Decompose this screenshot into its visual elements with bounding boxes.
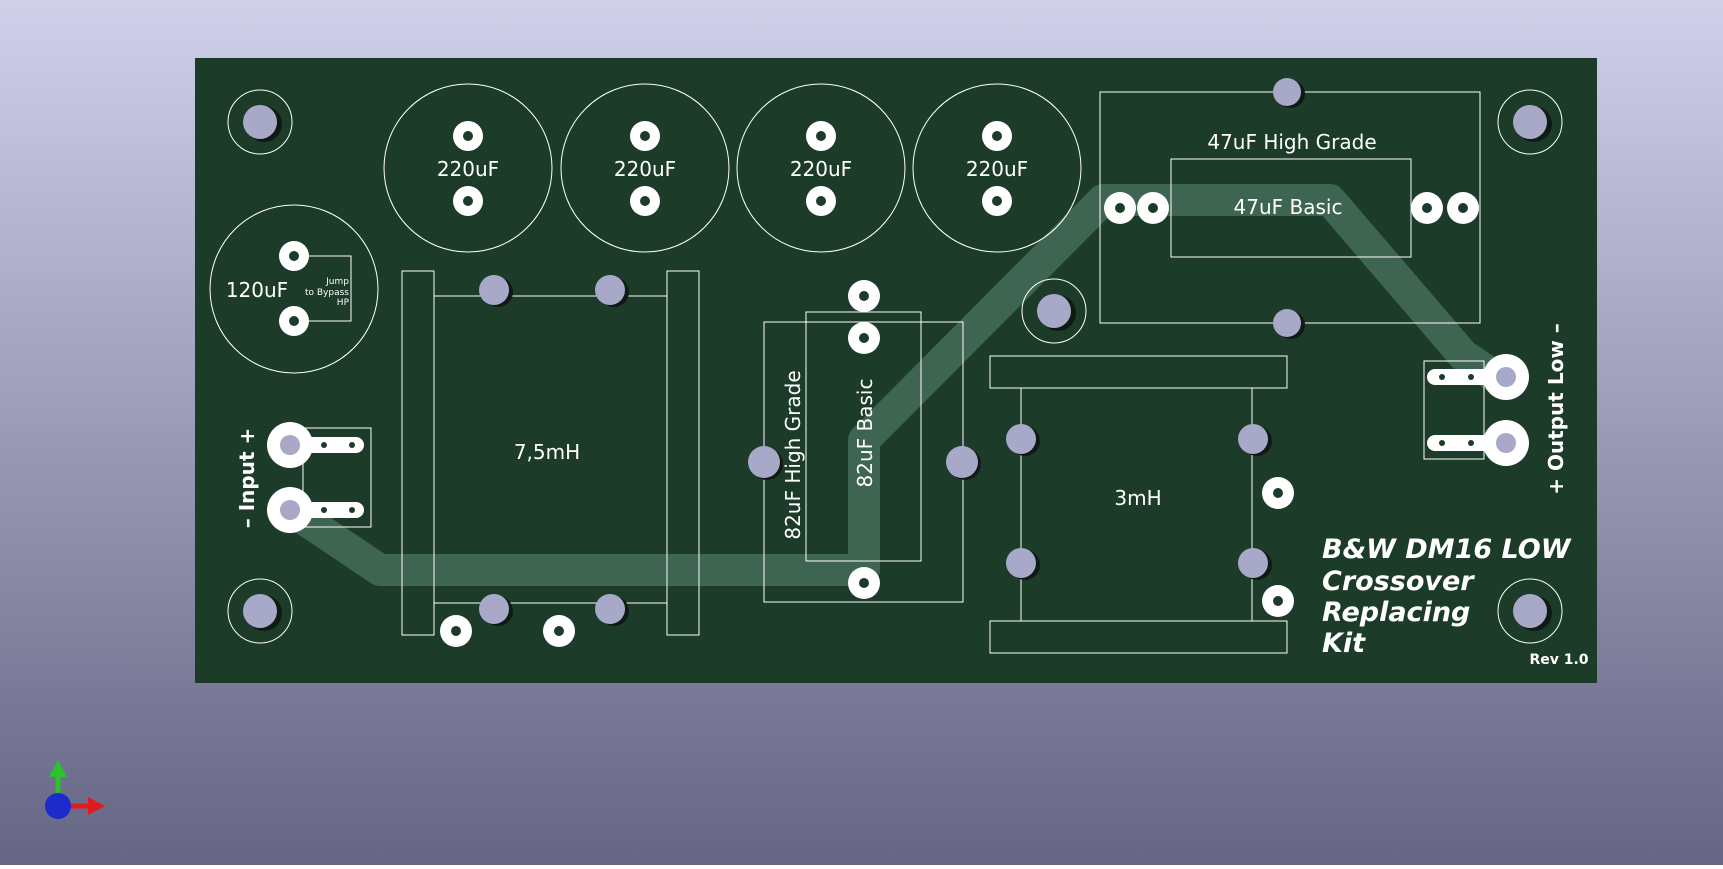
mounting-hole (227, 89, 293, 155)
capacitor-label-basic: 82uF Basic (853, 379, 877, 488)
inductor-label: 3mH (1114, 486, 1161, 510)
title-block: B&W DM16 LOW Crossover Replacing Kit Rev… (1322, 534, 1589, 668)
mounting-hole (1497, 578, 1563, 644)
mounting-hole (1021, 278, 1087, 344)
mounting-hole (227, 578, 293, 644)
capacitor-label-high-grade: 47uF High Grade (1207, 130, 1376, 154)
capacitor-label: 220uF (966, 157, 1028, 181)
inductor-7-5mh: 7,5mH (401, 270, 700, 647)
capacitor-label: 220uF (614, 157, 676, 181)
copper-trace (270, 184, 1513, 586)
capacitor-47uf: 47uF High Grade 47uF Basic (1099, 78, 1481, 339)
title-line-2: Crossover (1322, 566, 1475, 597)
capacitor-220uf: 220uF (736, 83, 906, 253)
jumper-note: HP (337, 298, 350, 308)
title-line-3: Replacing (1322, 597, 1470, 628)
output-connector: + Output Low – (1423, 323, 1568, 495)
jumper-note: to Bypass (305, 288, 349, 298)
capacitor-label: 220uF (790, 157, 852, 181)
capacitor-label: 120uF (226, 278, 288, 302)
input-label: – Input + (235, 428, 259, 528)
mounting-hole (1497, 89, 1563, 155)
output-label: + Output Low – (1544, 323, 1568, 495)
capacitor-220uf: 220uF (560, 83, 730, 253)
input-connector: – Input + (235, 422, 372, 533)
title-line-4: Kit (1322, 628, 1366, 659)
title-line-1: B&W DM16 LOW (1322, 534, 1572, 565)
capacitor-label-high-grade: 82uF High Grade (781, 370, 805, 539)
inductor-label: 7,5mH (514, 440, 580, 464)
capacitor-120uf: 120uF Jump to Bypass HP (209, 204, 379, 374)
jumper-note: Jump (325, 277, 349, 287)
capacitor-220uf: 220uF (912, 83, 1082, 253)
capacitor-label: 220uF (437, 157, 499, 181)
revision-label: Rev 1.0 (1529, 652, 1588, 668)
capacitor-label-basic: 47uF Basic (1234, 195, 1343, 219)
axis-orientation-icon (45, 760, 105, 819)
capacitor-82uf: 82uF High Grade 82uF Basic (748, 280, 981, 603)
capacitor-220uf: 220uF (383, 83, 553, 253)
inductor-3mh: 3mH (989, 355, 1294, 654)
